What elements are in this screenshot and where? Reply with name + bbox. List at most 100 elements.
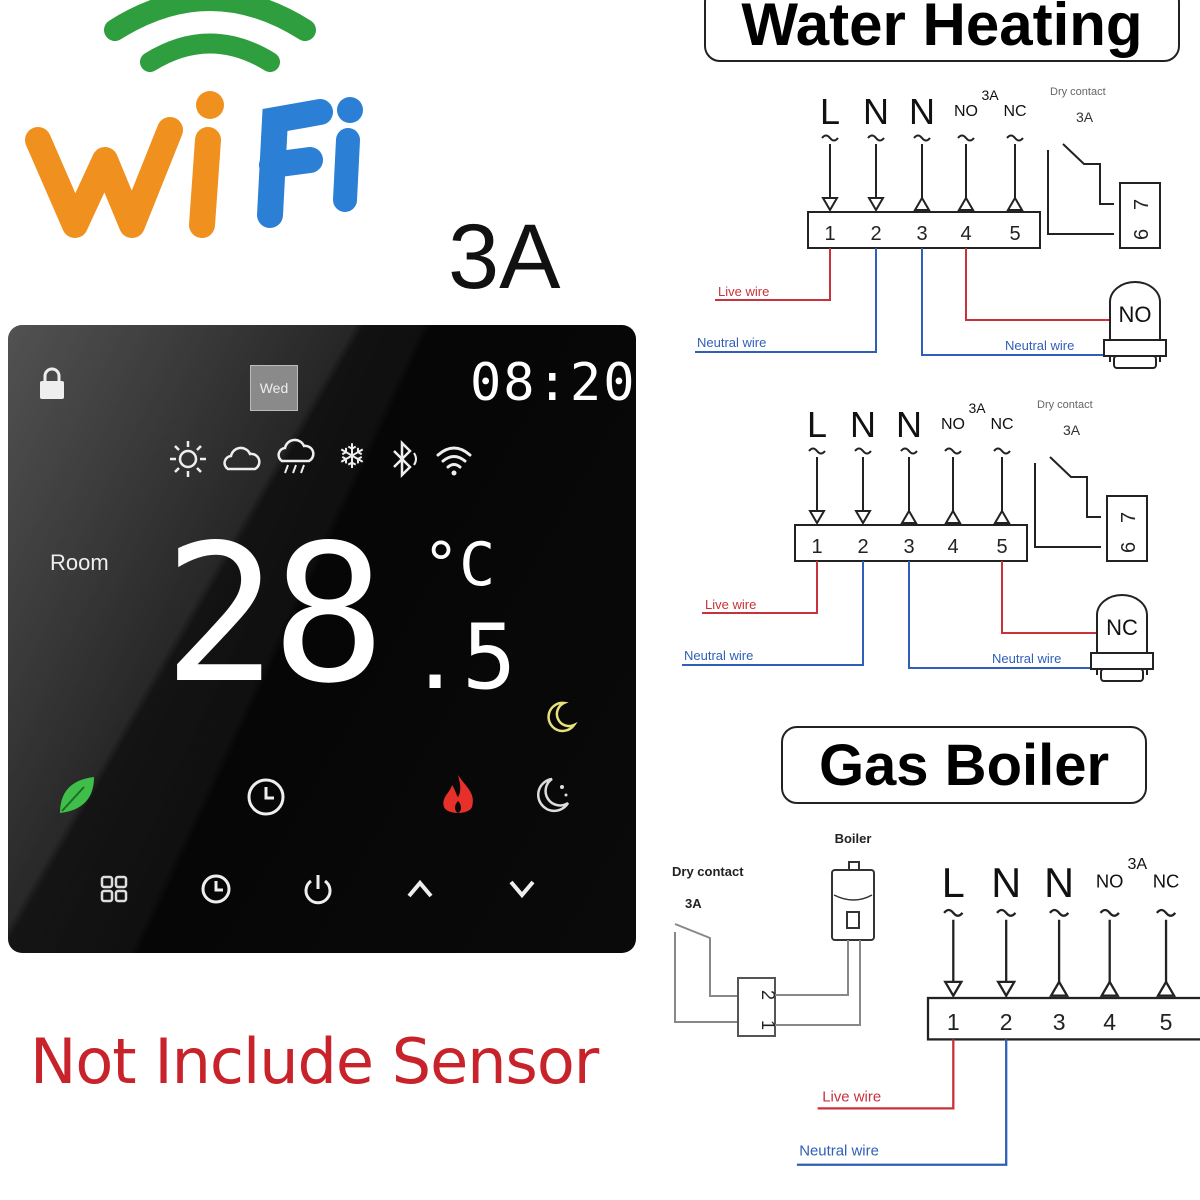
terminal-block [794, 524, 1028, 562]
terminal-label: NO [941, 416, 965, 433]
terminal-block [926, 996, 1200, 1041]
terminal-label: L [820, 91, 840, 132]
terminal-label: NC [990, 416, 1013, 433]
terminal-number: 1 [811, 536, 822, 558]
temperature-display: 28 [163, 504, 386, 725]
wifi-icon [436, 446, 472, 476]
arrow-down-icon [996, 980, 1017, 998]
down-button[interactable] [502, 869, 542, 909]
dry-terminal-number: 6 [1131, 229, 1153, 240]
neutral-wire [796, 1039, 1008, 1166]
up-button[interactable] [400, 869, 440, 909]
power-button[interactable] [298, 869, 338, 909]
clock-icon[interactable] [244, 775, 288, 819]
schedule-button[interactable] [196, 869, 236, 909]
neutral-wire [695, 248, 877, 353]
actuator-label: NO [1119, 302, 1152, 327]
tilde-icon [821, 134, 839, 142]
relay-rating: 3A [968, 400, 986, 416]
neutral-wire-label: Neutral wire [992, 651, 1061, 666]
dry-contact-rating: 3A [685, 896, 702, 911]
boiler-icon [831, 861, 875, 941]
boiler-panel [833, 894, 873, 901]
current-rating: 3A [448, 206, 561, 308]
terminal-number: 2 [870, 223, 881, 245]
day-indicator: Wed [250, 365, 298, 411]
arrow-up-icon [957, 196, 975, 211]
arrow-up-icon [1155, 979, 1177, 997]
terminal-label: N [863, 91, 889, 132]
tilde-icon [808, 447, 826, 455]
switched-live-wire [965, 248, 1110, 321]
boiler-top [848, 861, 860, 871]
arrow-down-icon [867, 197, 885, 212]
terminal-label: N [850, 404, 876, 445]
relay-rating: 3A [1127, 855, 1147, 873]
live-wire-label: Live wire [718, 284, 769, 299]
logo-letter-i [189, 127, 221, 238]
dry-terminal-block [1119, 182, 1161, 249]
leaf-icon[interactable] [54, 773, 98, 817]
dry-terminal-number: 7 [1131, 199, 1153, 210]
snowflake-icon: ❄ [337, 438, 367, 476]
terminal-number: 5 [1009, 223, 1020, 245]
dry-contact-switch [1062, 143, 1114, 205]
logo-letter-f [257, 99, 333, 228]
dry-terminal-number: 7 [1118, 512, 1140, 523]
water-heating-title: Water Heating [704, 0, 1180, 62]
arrow-up-icon [993, 509, 1011, 524]
dry-terminal-block [1106, 495, 1148, 562]
temperature-decimal: .5 [408, 605, 517, 710]
dry-contact-label: Dry contact [1037, 399, 1093, 411]
actuator-icon [1090, 594, 1154, 682]
tilde-icon [913, 134, 931, 142]
tilde-icon [943, 908, 964, 917]
tilde-icon [993, 447, 1011, 455]
dry-contact-rating: 3A [1063, 422, 1081, 438]
tilde-icon [1006, 134, 1024, 142]
boiler-label: Boiler [835, 831, 872, 846]
bluetooth-icon [393, 439, 417, 479]
terminal-number: 3 [1053, 1009, 1066, 1035]
menu-button[interactable] [94, 869, 134, 909]
dry-contact-label: Dry contact [672, 864, 744, 879]
arrow-down-icon [821, 197, 839, 212]
moon-icon [547, 701, 578, 733]
tilde-icon [1049, 908, 1070, 917]
terminal-label: NO [954, 103, 978, 120]
relay-rating: 3A [981, 87, 999, 103]
terminal-number: 1 [947, 1009, 960, 1035]
switched-live-wire [1001, 561, 1097, 634]
dry-contact-wire [1047, 150, 1114, 235]
terminal-label: N [909, 91, 935, 132]
tilde-icon [1099, 908, 1120, 917]
gas-boiler-title: Gas Boiler [781, 726, 1147, 804]
dry-contact-wire [674, 932, 738, 1023]
neutral-wire-label: Neutral wire [1005, 338, 1074, 353]
live-wire [715, 248, 831, 301]
flame-icon[interactable] [436, 771, 480, 819]
terminal-number: 1 [824, 223, 835, 245]
tilde-icon [957, 134, 975, 142]
arrow-up-icon [1006, 196, 1024, 211]
dry-contact-switch [1049, 456, 1101, 518]
terminal-label: L [807, 404, 827, 445]
terminal-label: NC [1003, 103, 1026, 120]
neutral-wire-label: Neutral wire [684, 648, 753, 663]
tilde-icon [1155, 908, 1177, 917]
neutral-wire-label: Neutral wire [799, 1143, 879, 1160]
sensor-caption: Not Include Sensor [30, 1025, 599, 1098]
dry-contact-wire [1034, 463, 1101, 548]
dry-contact-label: Dry contact [1050, 86, 1106, 98]
moon-stars-icon[interactable] [530, 773, 574, 817]
neutral-wire-actuator [908, 561, 1095, 669]
live-wire [817, 1039, 955, 1110]
tilde-icon [854, 447, 872, 455]
terminal-number: 2 [857, 536, 868, 558]
neutral-wire-label: Neutral wire [697, 335, 766, 350]
terminal-label: NC [1153, 871, 1180, 892]
boiler-window [846, 911, 860, 929]
